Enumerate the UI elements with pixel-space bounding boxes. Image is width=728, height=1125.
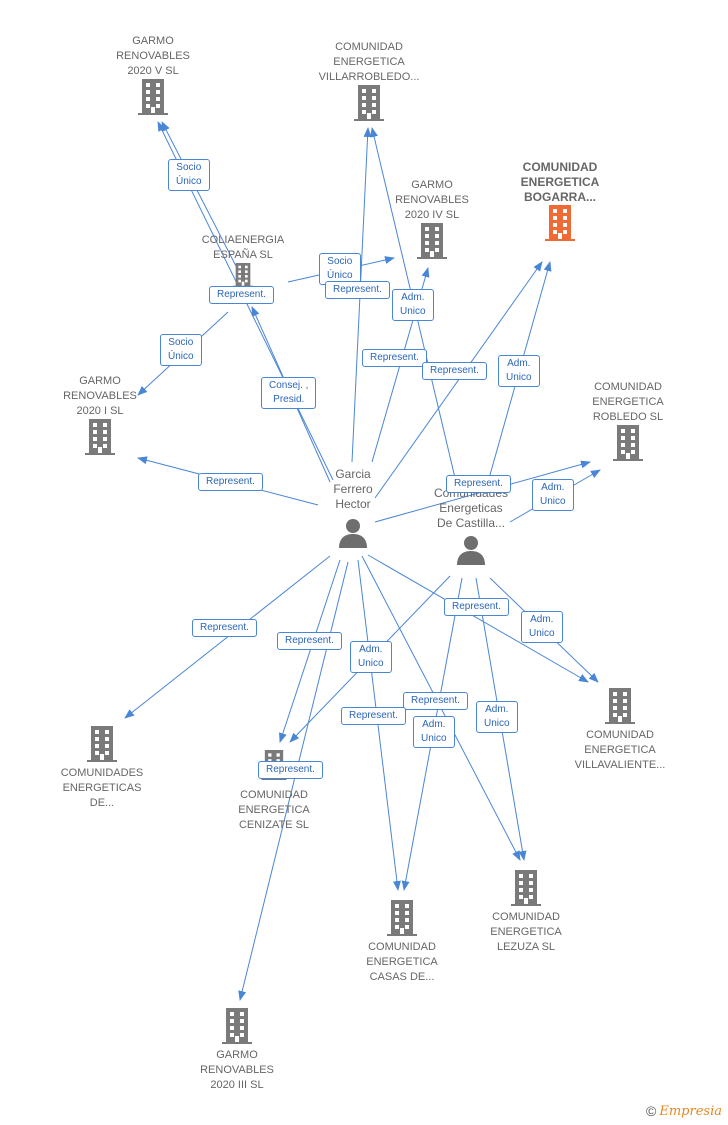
building-icon [228,263,258,287]
node-garcia-ferrero-hector[interactable]: Garcia Ferrero Hector [313,467,393,548]
relation-label[interactable]: Adm. Unico [476,701,518,733]
node-garmo-i[interactable]: GARMO RENOVABLES 2020 I SL [50,374,150,455]
building-icon [354,85,384,121]
relation-label[interactable]: Adm. Unico [413,716,455,748]
copyright-symbol: © [646,1103,657,1119]
node-label: GARMO RENOVABLES 2020 I SL [63,375,137,417]
node-label: COMUNIDAD ENERGETICA BOGARRA... [520,160,600,204]
node-comunidades-castilla[interactable]: Comunidades Energeticas De Castilla... [418,486,524,565]
relation-label[interactable]: Adm. Unico [350,641,392,673]
node-bogarra[interactable]: COMUNIDAD ENERGETICA BOGARRA... [505,160,615,241]
relation-label[interactable]: Represent. [192,619,257,637]
relation-label[interactable]: Represent. [446,475,511,493]
edge-garcia-bogarra [374,261,543,499]
node-lezuza[interactable]: COMUNIDAD ENERGETICA LEZUZA SL [476,870,576,955]
node-coliaenergia[interactable]: COLIAENERGIA ESPAÑA SL [193,233,293,287]
node-label: COMUNIDADES ENERGETICAS DE... [60,767,144,809]
relation-label[interactable]: Represent. [198,473,263,491]
building-icon [387,900,417,936]
node-label: COLIAENERGIA ESPAÑA SL [201,234,285,261]
relation-label[interactable]: Represent. [403,692,468,710]
building-icon [85,419,115,455]
node-label: COMUNIDAD ENERGETICA VILLAVALIENTE... [574,729,666,771]
relation-label[interactable]: Adm. Unico [521,611,563,643]
node-villarrobledo[interactable]: COMUNIDAD ENERGETICA VILLARROBLEDO... [309,40,429,121]
relation-label[interactable]: Adm. Unico [532,479,574,511]
node-garmo-iii[interactable]: GARMO RENOVABLES 2020 III SL [187,1008,287,1093]
edge-garcia-casas [357,559,401,891]
relation-label[interactable]: Represent. [209,286,274,304]
relation-label[interactable]: Represent. [341,707,406,725]
person-icon [456,535,486,565]
node-casas[interactable]: COMUNIDAD ENERGETICA CASAS DE... [352,900,452,985]
node-label: COMUNIDAD ENERGETICA VILLARROBLEDO... [318,41,420,83]
relation-label[interactable]: Socio Único [319,253,361,285]
relation-label[interactable]: Represent. [277,632,342,650]
building-icon [613,425,643,461]
edge-garcia-comunidades-de [124,555,331,719]
relation-label[interactable]: Adm. Unico [392,289,434,321]
node-villavaliente[interactable]: COMUNIDAD ENERGETICA VILLAVALIENTE... [568,688,672,773]
node-label: COMUNIDAD ENERGETICA ROBLEDO SL [592,381,664,423]
relation-label[interactable]: Consej. , Presid. [261,377,317,409]
node-label: GARMO RENOVABLES 2020 V SL [116,35,190,77]
relation-label[interactable]: Represent. [258,761,323,779]
building-icon [222,1008,252,1044]
building-highlighted-icon [545,205,575,241]
edge-colia-garmo-v [161,121,239,271]
node-cenizate[interactable]: COMUNIDAD ENERGETICA CENIZATE SL [224,750,324,833]
relation-label[interactable]: Represent. [362,349,427,367]
empresia-logo[interactable]: Empresia [659,1103,722,1119]
node-label: COMUNIDAD ENERGETICA CENIZATE SL [238,789,310,831]
node-label: COMUNIDAD ENERGETICA LEZUZA SL [490,911,562,953]
relation-label[interactable]: Adm. Unico [498,355,540,387]
edge-garcia-villavaliente [367,554,589,683]
node-garmo-v[interactable]: GARMO RENOVABLES 2020 V SL [103,34,203,115]
relation-label[interactable]: Represent. [325,281,390,299]
node-label: GARMO RENOVABLES 2020 III SL [200,1049,274,1091]
node-comunidades-de[interactable]: COMUNIDADES ENERGETICAS DE... [52,726,152,811]
building-icon [138,79,168,115]
building-icon [511,870,541,906]
node-garmo-iv[interactable]: GARMO RENOVABLES 2020 IV SL [382,178,482,259]
node-label: GARMO RENOVABLES 2020 IV SL [395,179,469,221]
node-label: Garcia Ferrero Hector [333,467,373,511]
edge-garcia-cenizate [279,559,341,743]
node-label: COMUNIDAD ENERGETICA CASAS DE... [366,941,438,983]
node-robledo[interactable]: COMUNIDAD ENERGETICA ROBLEDO SL [578,380,678,461]
building-icon [605,688,635,724]
relation-label[interactable]: Represent. [422,362,487,380]
person-icon [338,518,368,548]
building-icon [87,726,117,762]
relation-label[interactable]: Socio Único [168,159,210,191]
relation-label[interactable]: Represent. [444,598,509,616]
copyright-footer: © Empresia [646,1103,722,1119]
relation-label[interactable]: Socio Único [160,334,202,366]
building-icon [417,223,447,259]
